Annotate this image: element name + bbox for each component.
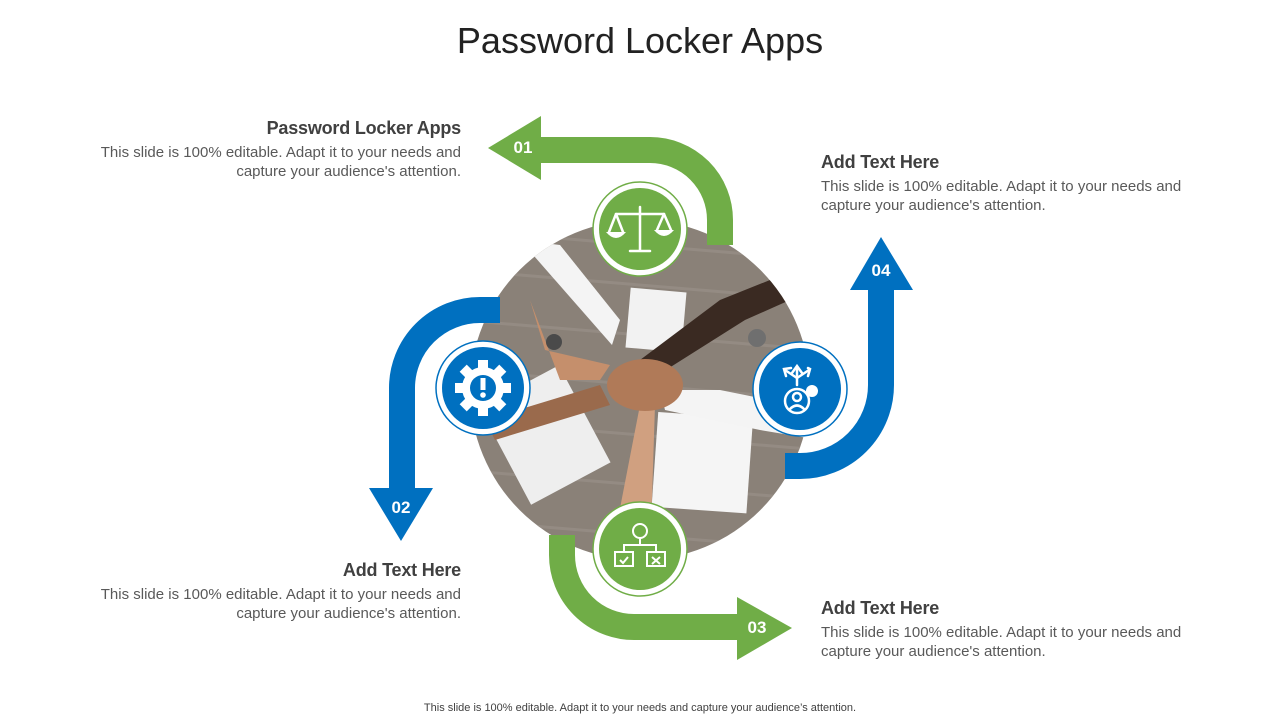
icon-badge-02 — [435, 340, 531, 436]
gear-warning-icon — [455, 360, 511, 416]
arrow-02 — [369, 297, 500, 541]
step-04-heading: Add Text Here — [821, 152, 940, 172]
arrow-03 — [549, 535, 792, 660]
step-02-text: Add Text Here This slide is 100% editabl… — [61, 560, 461, 623]
step-number-02: 02 — [392, 498, 411, 517]
step-03-text: Add Text Here This slide is 100% editabl… — [821, 598, 1221, 661]
step-01-text: Password Locker Apps This slide is 100% … — [61, 118, 461, 181]
step-02-description: This slide is 100% editable. Adapt it to… — [100, 586, 461, 622]
step-04-description: This slide is 100% editable. Adapt it to… — [821, 178, 1182, 214]
arrow-04 — [785, 237, 913, 479]
scales-icon — [607, 205, 673, 253]
icon-badge-01 — [592, 181, 688, 277]
step-number-03: 03 — [748, 618, 767, 637]
user-decision-icon — [782, 363, 812, 415]
step-03-description: This slide is 100% editable. Adapt it to… — [821, 624, 1182, 660]
step-01-heading: Password Locker Apps — [266, 118, 462, 138]
step-02-heading: Add Text Here — [342, 560, 461, 580]
step-number-01: 01 — [514, 138, 533, 157]
org-chart-icon — [614, 523, 666, 567]
step-03-heading: Add Text Here — [821, 598, 940, 618]
icon-badge-04 — [752, 341, 848, 437]
step-01-description: This slide is 100% editable. Adapt it to… — [100, 144, 461, 180]
arrow-01 — [488, 116, 733, 245]
footer-note: This slide is 100% editable. Adapt it to… — [423, 702, 857, 714]
page-title: Password Locker Apps — [456, 20, 824, 61]
step-04-text: Add Text Here This slide is 100% editabl… — [821, 152, 1221, 215]
step-number-04: 04 — [872, 261, 891, 280]
icon-badge-03 — [592, 501, 688, 597]
